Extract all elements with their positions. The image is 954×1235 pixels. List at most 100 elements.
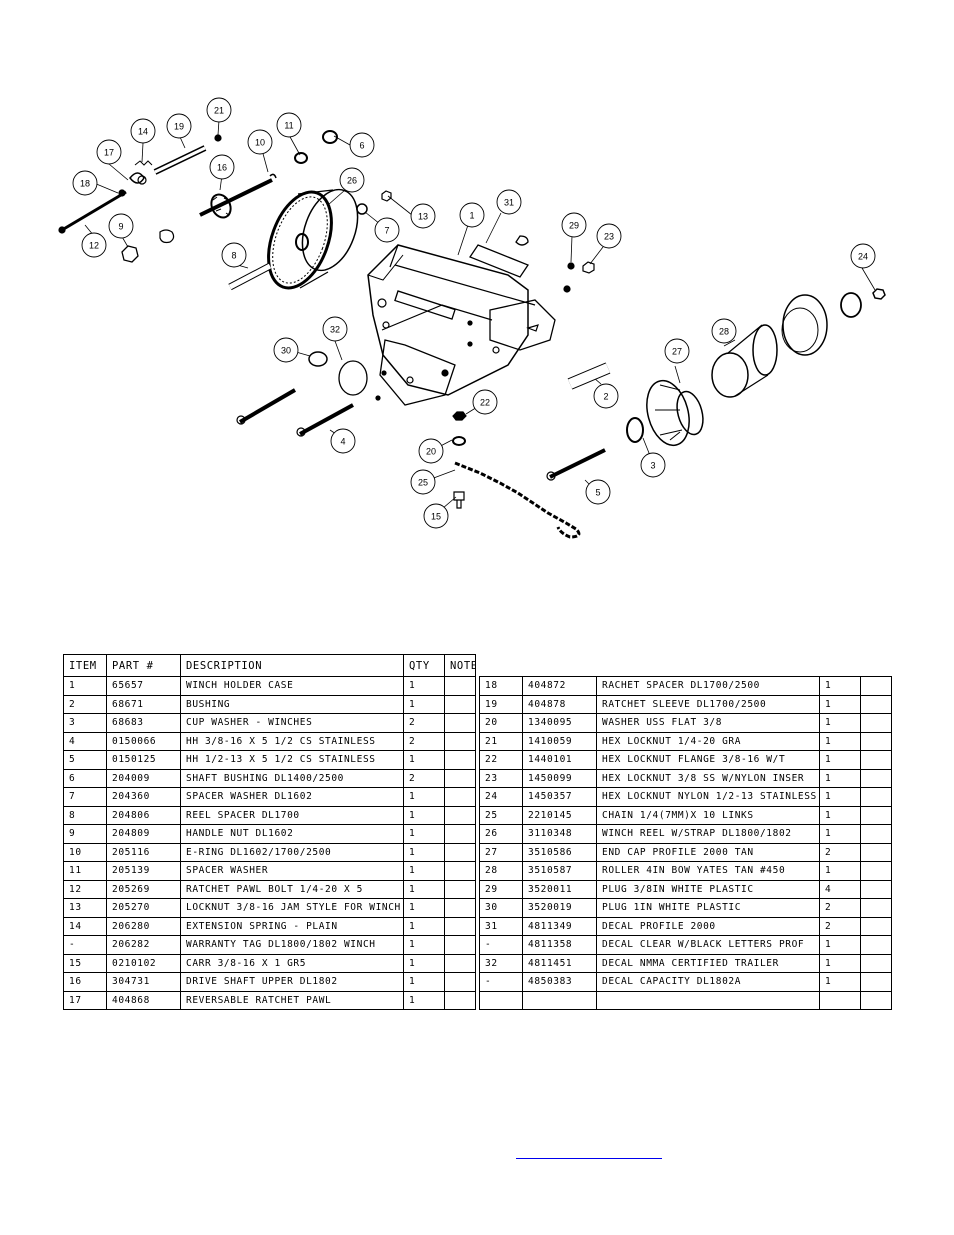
cell-part-number: 1450357: [522, 787, 597, 807]
cell-qty: 1: [403, 842, 445, 862]
footer-link-underline[interactable]: [516, 1158, 662, 1159]
cell-description: WARRANTY TAG DL1800/1802 WINCH: [180, 935, 404, 955]
cell-part-number: 404868: [106, 990, 181, 1010]
cell-qty: 1: [403, 750, 445, 770]
callout-24: 24: [850, 243, 876, 269]
cell-item: 5: [63, 750, 107, 770]
cell-description: DECAL CAPACITY DL1802A: [596, 972, 820, 992]
cell-item: 3: [63, 713, 107, 733]
cell-qty: 2: [819, 916, 861, 936]
cell-item: 2: [63, 694, 107, 714]
cell-qty: 1: [819, 935, 861, 955]
cell-qty: 1: [819, 861, 861, 881]
cell-item: 8: [63, 805, 107, 825]
cell-note: [444, 676, 476, 696]
cell-description: HEX LOCKNUT FLANGE 3/8-16 W/T: [596, 750, 820, 770]
table-row: [479, 990, 892, 1010]
callout-25: 25: [410, 469, 436, 495]
cell-qty: 1: [403, 861, 445, 881]
callout-circle: [593, 383, 619, 409]
cell-description: [596, 990, 820, 1010]
callout-13: 13: [410, 203, 436, 229]
callout-label: 7: [384, 226, 389, 236]
cell-part-number: 204360: [106, 787, 181, 807]
cell-item: 26: [479, 824, 523, 844]
callout-12: 12: [81, 232, 107, 258]
header-qty: QTY: [403, 654, 445, 677]
cell-part-number: 3110348: [522, 824, 597, 844]
cell-item: 13: [63, 898, 107, 918]
callout-circle: [72, 170, 98, 196]
callout-label: 20: [426, 447, 436, 457]
cell-part-number: 4811451: [522, 953, 597, 973]
callout-23: 23: [596, 223, 622, 249]
callout-label: 21: [214, 106, 224, 116]
cell-qty: 2: [819, 898, 861, 918]
cell-note: [860, 879, 892, 899]
callout-27: 27: [664, 338, 690, 364]
cell-description: PLUG 1IN WHITE PLASTIC: [596, 898, 820, 918]
cell-qty: 2: [819, 842, 861, 862]
exploded-parts-diagram: 1234567891011121314151617181920212223242…: [58, 97, 886, 539]
callout-circle: [96, 139, 122, 165]
cell-part-number: 68683: [106, 713, 181, 733]
cell-note: [444, 713, 476, 733]
callout-11: 11: [276, 112, 302, 138]
cell-description: REEL SPACER DL1700: [180, 805, 404, 825]
cell-part-number: 0150125: [106, 750, 181, 770]
callout-label: 24: [858, 252, 868, 262]
cell-description: HH 3/8-16 X 5 1/2 CS STAINLESS: [180, 731, 404, 751]
cell-qty: 1: [403, 953, 445, 973]
callout-label: 19: [174, 122, 184, 132]
cell-part-number: 2210145: [522, 805, 597, 825]
callout-label: 26: [347, 176, 357, 186]
cell-qty: 4: [819, 879, 861, 899]
cell-item: 25: [479, 805, 523, 825]
callout-circle: [410, 203, 436, 229]
cell-note: [444, 898, 476, 918]
cell-note: [444, 805, 476, 825]
cell-qty: 1: [403, 935, 445, 955]
callout-26: 26: [339, 167, 365, 193]
callout-circle: [585, 479, 611, 505]
cell-description: HEX LOCKNUT 3/8 SS W/NYLON INSER: [596, 768, 820, 788]
cell-part-number: 1440101: [522, 750, 597, 770]
callout-label: 25: [418, 478, 428, 488]
cell-item: 22: [479, 750, 523, 770]
cell-part-number: 3520011: [522, 879, 597, 899]
cell-description: HANDLE NUT DL1602: [180, 824, 404, 844]
cell-qty: 2: [403, 768, 445, 788]
cell-item: 31: [479, 916, 523, 936]
cell-note: [860, 916, 892, 936]
cell-part-number: 204009: [106, 768, 181, 788]
header-description: DESCRIPTION: [180, 654, 404, 677]
cell-part-number: 0210102: [106, 953, 181, 973]
cell-item: 24: [479, 787, 523, 807]
callout-15: 15: [423, 503, 449, 529]
callout-circle: [418, 438, 444, 464]
cell-description: WASHER USS FLAT 3/8: [596, 713, 820, 733]
cell-qty: 1: [819, 694, 861, 714]
cell-part-number: 68671: [106, 694, 181, 714]
cell-note: [444, 861, 476, 881]
callout-bubbles: 1234567891011121314151617181920212223242…: [72, 97, 876, 529]
callout-circle: [850, 243, 876, 269]
table-header-row: ITEM PART # DESCRIPTION QTY NOTE: [63, 654, 476, 677]
callout-circle: [472, 389, 498, 415]
cell-qty: [819, 990, 861, 1010]
callout-circle: [349, 132, 375, 158]
